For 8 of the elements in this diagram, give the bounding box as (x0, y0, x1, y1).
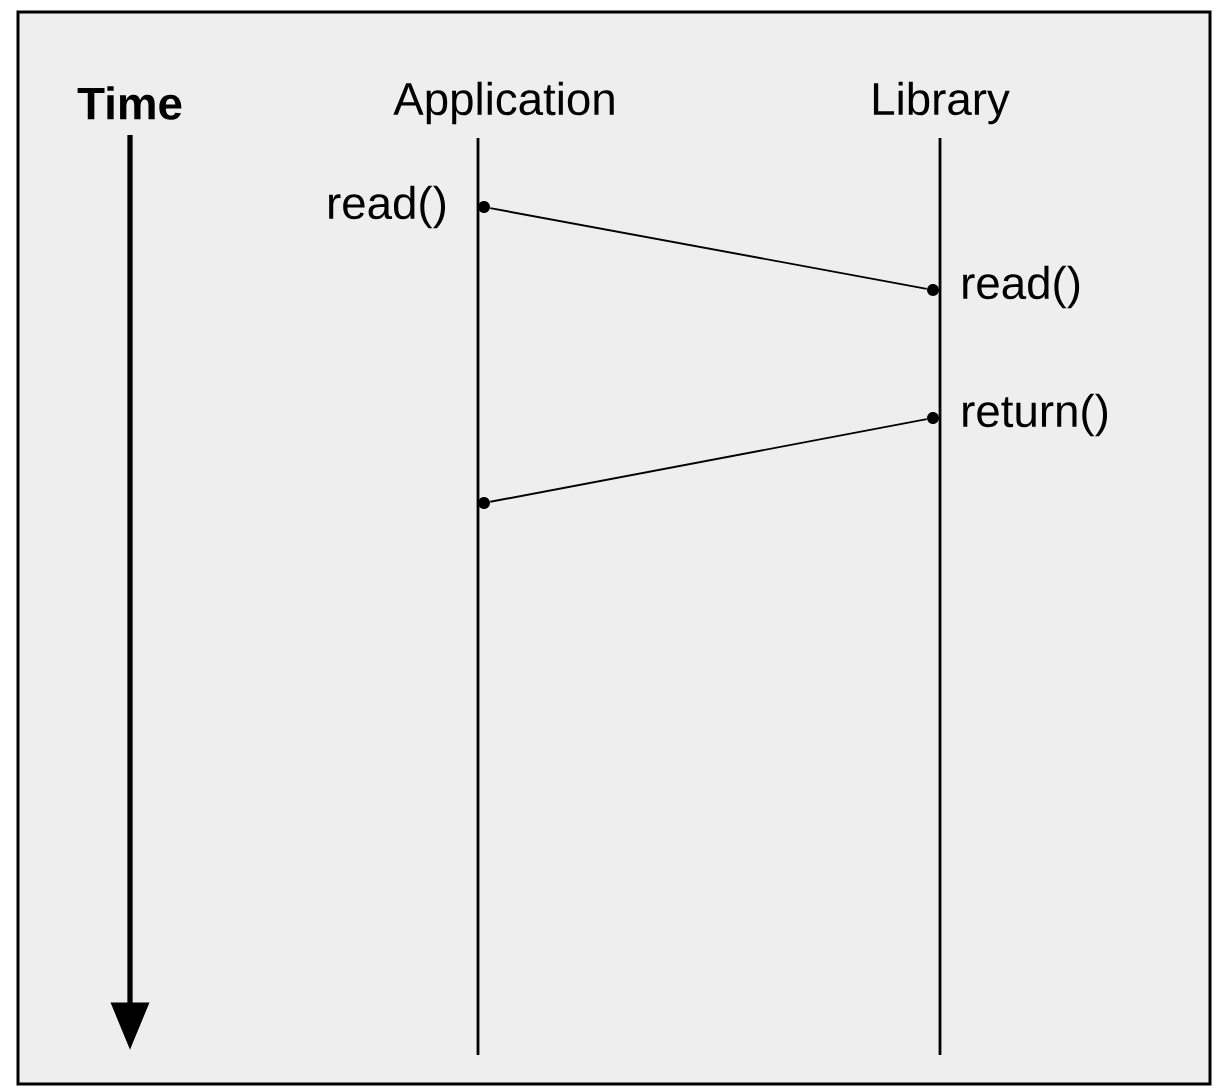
call-label: return() (963, 393, 1108, 437)
message-line (489, 418, 928, 503)
axis-label: Time (77, 86, 182, 120)
call-label: read() (329, 185, 446, 229)
message-line (489, 207, 928, 290)
call-label: read() (963, 265, 1080, 309)
lifeline-header: Library (873, 81, 1010, 125)
lifeline-header: Application (393, 81, 614, 125)
